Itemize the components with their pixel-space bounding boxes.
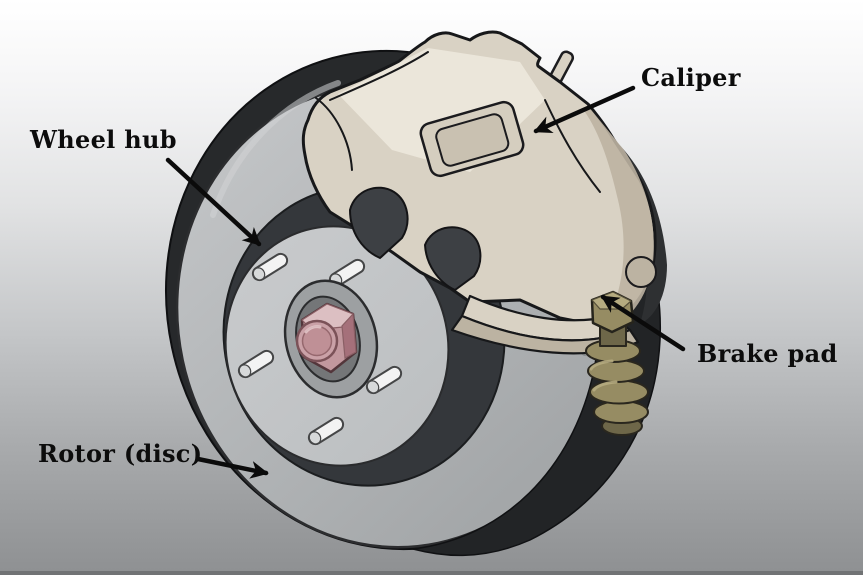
label-brake-pad: Brake pad xyxy=(697,339,838,368)
wheel-hub xyxy=(283,279,379,399)
hub-nut xyxy=(295,302,358,374)
label-rotor-disc: Rotor (disc) xyxy=(38,439,203,468)
caliper-arch-cutout xyxy=(348,186,409,260)
caliper-crease-lines xyxy=(315,51,601,193)
caliper-bump xyxy=(625,256,657,288)
wheel-hub-arrow xyxy=(165,157,262,247)
leader-arrows xyxy=(165,85,686,479)
caliper-arch-cutout xyxy=(423,226,482,292)
label-wheel-hub: Wheel hub xyxy=(30,125,177,154)
wheel-stud xyxy=(307,416,345,446)
wheel-stud xyxy=(365,365,403,395)
rotor-arrow xyxy=(195,456,269,479)
wheel-studs xyxy=(237,252,403,446)
brake-pad-arrow xyxy=(600,294,686,352)
rotor-face-highlight xyxy=(210,80,341,218)
wheel-stud xyxy=(237,349,275,379)
label-caliper: Caliper xyxy=(641,63,741,92)
caliper-window xyxy=(419,100,525,178)
caliper-arrow xyxy=(533,85,636,134)
wheel-stud xyxy=(251,252,289,282)
bottom-bar xyxy=(0,571,863,575)
